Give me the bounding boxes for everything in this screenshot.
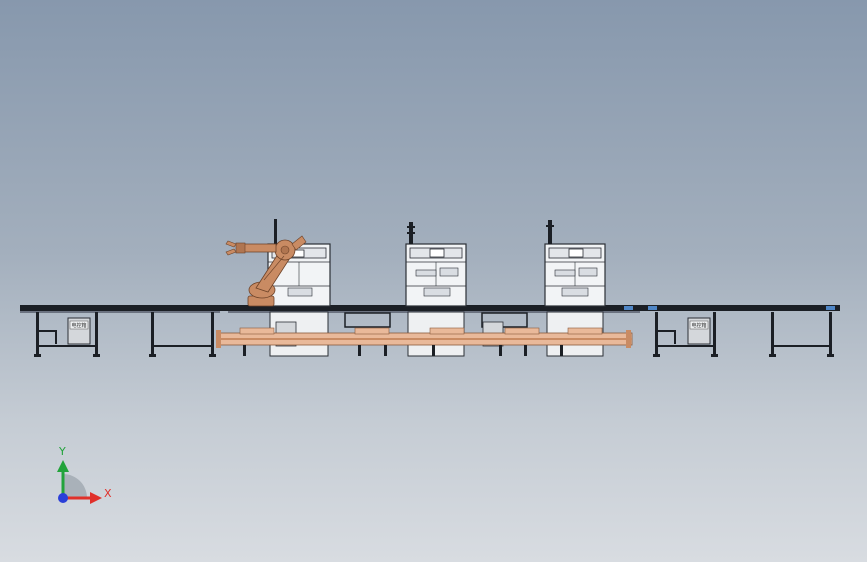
station-3-cabinet <box>544 220 606 307</box>
xy-plane-icon <box>63 474 87 498</box>
z-axis-icon <box>58 493 68 503</box>
robot-arm <box>225 235 307 307</box>
y-axis-label: Y <box>58 445 66 458</box>
connector-icon <box>648 306 657 310</box>
station-feet <box>243 345 563 356</box>
connector-icon <box>624 306 633 310</box>
y-axis-head-icon <box>57 460 69 472</box>
controller-box-left: 电控箱 <box>67 317 91 345</box>
connector-icon <box>826 306 835 310</box>
station-2-cabinet <box>405 222 467 307</box>
coordinate-triad: Y X <box>57 445 112 504</box>
controller-box-label: 电控箱 <box>691 322 706 329</box>
controller-box-label: 电控箱 <box>71 322 86 329</box>
left-feed-conveyor <box>20 305 221 357</box>
fixture-rail <box>216 327 633 348</box>
controller-box-right: 电控箱 <box>687 317 711 345</box>
right-output-conveyor <box>624 306 835 357</box>
x-axis-label: X <box>104 487 112 500</box>
x-axis-head-icon <box>90 492 102 504</box>
